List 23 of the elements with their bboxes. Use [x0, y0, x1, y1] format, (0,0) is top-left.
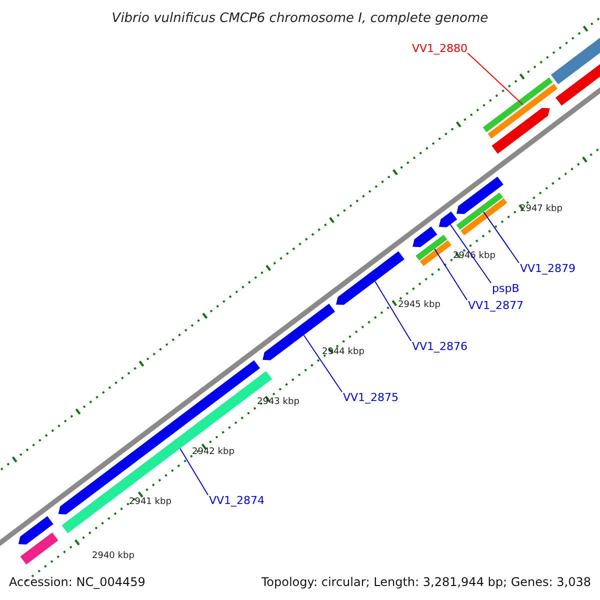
leader-line	[483, 211, 520, 264]
gene-label: VV1_2875	[343, 391, 399, 404]
title: Vibrio vulnificus CMCP6 chromosome I, complete genome	[112, 11, 488, 26]
scale-label: 2945 kbp	[398, 300, 440, 310]
gene-label: VV1_2879	[520, 262, 576, 275]
leader-line	[450, 224, 492, 284]
gene-label: VV1_2876	[412, 340, 468, 353]
scale-label: 2941 kbp	[129, 497, 172, 507]
gene-bar	[482, 77, 553, 132]
gene-label: VV1_2874	[209, 494, 265, 507]
gene-label: VV1_2880	[412, 42, 468, 55]
scale-label: 2944 kbp	[322, 347, 364, 357]
leader-line	[303, 334, 342, 392]
scale-label: 2942 kbp	[192, 447, 234, 457]
gene-bar	[438, 212, 458, 228]
info-text: Topology: circular; Length: 3,281,944 bp; Genes: 3,038	[261, 575, 591, 589]
gene-bar	[416, 234, 448, 260]
leader-line	[374, 280, 412, 342]
gene-label: pspB	[492, 282, 520, 295]
gene-bar	[456, 192, 503, 230]
scale-label: 2943 kbp	[257, 397, 300, 407]
info-text: Accession: NC_004459	[9, 575, 146, 589]
gene-label: VV1_2877	[468, 299, 524, 312]
